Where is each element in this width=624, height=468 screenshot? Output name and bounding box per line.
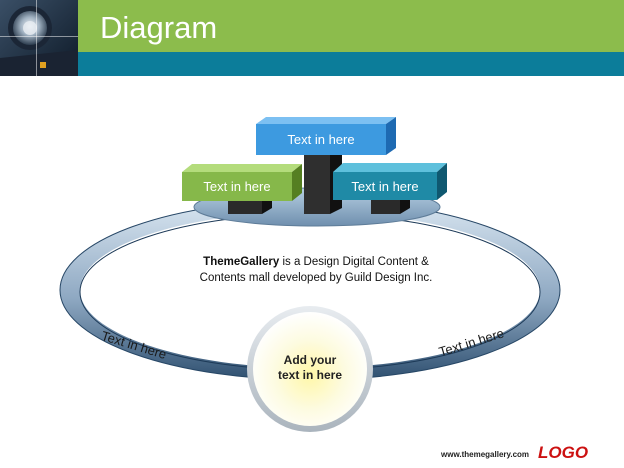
footer-url: www.themegallery.com <box>441 450 530 459</box>
header-accent-bar <box>78 52 624 76</box>
brand-name: ThemeGallery <box>203 256 280 268</box>
logo: LOGO <box>538 443 589 462</box>
description-line2: Contents mall developed by Guild Design … <box>199 272 433 284</box>
box-right-label: Text in here <box>351 179 419 194</box>
description-text: ThemeGallery is a Design Digital Content… <box>176 254 456 286</box>
center-label-line1: Add your <box>283 353 337 367</box>
box-left-label: Text in here <box>203 179 271 194</box>
center-label: Add your text in here <box>262 353 358 383</box>
box-top-label: Text in here <box>287 132 355 147</box>
box-top <box>256 117 396 155</box>
description-line1: is a Design Digital Content & <box>279 256 429 268</box>
center-label-line2: text in here <box>277 368 343 382</box>
page-title: Diagram <box>100 10 218 45</box>
box-right <box>333 163 447 200</box>
header-title-bar <box>78 0 624 52</box>
header-photo <box>0 0 78 76</box>
box-left <box>182 164 302 201</box>
center-disc <box>247 306 373 432</box>
